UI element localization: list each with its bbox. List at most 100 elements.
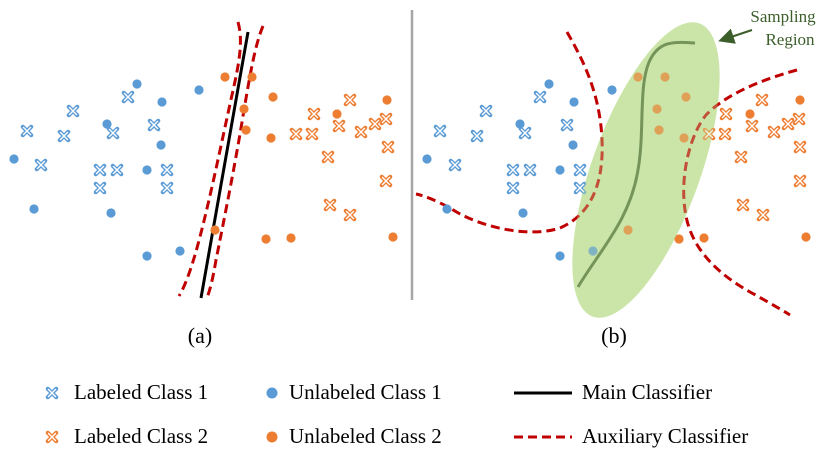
legend-unlabeled-class1-label: Unlabeled Class 1 (289, 380, 442, 404)
panel-b-labeled-class2-point (767, 125, 781, 139)
panel-b-unlabeled-class2-point (652, 104, 662, 114)
panel-a-unlabeled-class1-point (9, 154, 19, 164)
panel-a-labeled-class1-point (20, 124, 34, 138)
panel-a-unlabeled-class2-point (261, 234, 271, 244)
panel-a-unlabeled-class2-point (382, 95, 392, 105)
panel-b-unlabeled-class2-point (674, 234, 684, 244)
panel-a-aux-classifier-left (177, 21, 242, 297)
panel-a-aux-classifier-right (205, 25, 265, 299)
panel-b-unlabeled-class1-point (555, 165, 565, 175)
panel-b-labeled-class2-point (734, 150, 748, 164)
panel-b-unlabeled-class1-point (607, 85, 617, 95)
panel-a-labeled-class2-point (343, 93, 357, 107)
panel-b-labeled-class2-point (745, 119, 759, 133)
panel-b-unlabeled-class1-point (422, 154, 432, 164)
panel-a-unlabeled-class2-point (247, 72, 257, 82)
panel-b-main-classifier (576, 40, 696, 288)
legend-unlabeled-class2-marker (266, 431, 278, 443)
panel-a-main-classifier (199, 31, 250, 299)
panel-b-unlabeled-class1-point (555, 251, 565, 261)
panel-b-unlabeled-class1-point (568, 140, 578, 150)
panel-a-labeled-class2-point (343, 208, 357, 222)
panel-b-labeled-class1-point (573, 181, 587, 195)
panel-b-unlabeled-class2-point (699, 233, 709, 243)
panel-b-unlabeled-class1-point (515, 119, 525, 129)
panel-b-labeled-class1-point (448, 158, 462, 172)
panel-a-classifiers (177, 21, 265, 299)
panel-a-labeled-class2-point (289, 127, 303, 141)
panel-a-unlabeled-class2-point (286, 233, 296, 243)
panel-b-labeled-class2-point (718, 127, 732, 141)
panel-b-labeled-class2-point (702, 127, 716, 141)
panel-a-unlabeled-class1-point (156, 140, 166, 150)
sampling-region-label-line2: Region (765, 30, 815, 49)
panel-b-labeled-class2-point (755, 93, 769, 107)
panel-a-labeled-class1-point (93, 181, 107, 195)
panel-a-labeled-class2-point (381, 140, 395, 154)
panel-b-labeled-class1-point (433, 124, 447, 138)
panel-b-labeled-class1-point (506, 163, 520, 177)
panel-a-labeled-class2-point (354, 125, 368, 139)
panel-a-unlabeled-class1-point (132, 79, 142, 89)
panel-a-labeled-class1-point (57, 129, 71, 143)
panel-a-labeled-class1-point (160, 181, 174, 195)
legend-labeled-class2-label: Labeled Class 2 (74, 424, 208, 448)
data-points (9, 22, 811, 318)
panel-b-labeled-class2-point (736, 198, 750, 212)
panel-b-unlabeled-class2-point (745, 109, 755, 119)
panel-b-unlabeled-class2-point (795, 95, 805, 105)
panel-a-unlabeled-class1-point (157, 97, 167, 107)
sampling-region-arrow (718, 28, 753, 44)
panel-a-unlabeled-class2-point (241, 125, 251, 135)
panel-a-labeled-class1-point (66, 104, 80, 118)
panel-b-labeled-class2-point (793, 140, 807, 154)
panel-b-unlabeled-class2-point (660, 72, 670, 82)
panel-b-labeled-class2-point (756, 208, 770, 222)
panel-a-unlabeled-class1-point (194, 85, 204, 95)
panel-b-labeled-class1-point (479, 104, 493, 118)
panel-b-labeled-class1-point (506, 181, 520, 195)
panel-a-labeled-class2-point (321, 150, 335, 164)
legend-labeled-class2-marker (45, 430, 59, 444)
panel-a-labeled-class2-point (379, 174, 393, 188)
panel-b-labeled-class1-point (470, 129, 484, 143)
panel-b-labeled-class1-point (523, 163, 537, 177)
panel-b-labeled-class2-point (793, 174, 807, 188)
panel-b-labeled-class1-point (533, 90, 547, 104)
panel-b-unlabeled-class1-point (518, 208, 528, 218)
sampling-region-annotation: Sampling Region (718, 7, 816, 49)
panel-a-unlabeled-class2-point (210, 225, 220, 235)
panel-a-unlabeled-class2-point (268, 92, 278, 102)
panel-a-unlabeled-class2-point (239, 104, 249, 114)
legend-unlabeled-class2-label: Unlabeled Class 2 (289, 424, 442, 448)
panel-a-unlabeled-class1-point (102, 119, 112, 129)
panel-a-unlabeled-class1-point (142, 251, 152, 261)
panel-a-label: (a) (188, 323, 212, 348)
sampling-region-overlay (572, 22, 720, 318)
panel-b-unlabeled-class1-point (588, 246, 598, 256)
panel-a-labeled-class1-point (110, 163, 124, 177)
panel-b-labeled-class1-point (573, 163, 587, 177)
panel-b-unlabeled-class1-point (442, 204, 452, 214)
panel-b-unlabeled-class2-point (623, 225, 633, 235)
panel-b-labeled-class1-point (560, 118, 574, 132)
panel-b-label: (b) (601, 323, 627, 348)
panel-a-unlabeled-class2-point (266, 133, 276, 143)
legend: Labeled Class 1 Unlabeled Class 1 Main C… (45, 380, 748, 448)
panel-b-labeled-class2-point (781, 117, 795, 131)
panel-a-unlabeled-class1-point (175, 246, 185, 256)
panel-a-labeled-class1-point (93, 163, 107, 177)
panel-a-unlabeled-class2-point (220, 72, 230, 82)
panel-a-labeled-class1-point (106, 126, 120, 140)
panel-b-unlabeled-class1-point (544, 79, 554, 89)
panel-a-labeled-class2-point (323, 198, 337, 212)
panel-b-unlabeled-class2-point (654, 125, 664, 135)
legend-unlabeled-class1-marker (266, 387, 278, 399)
legend-labeled-class1-x (45, 386, 59, 400)
panel-a-labeled-class1-point (147, 118, 161, 132)
legend-main-classifier-label: Main Classifier (582, 380, 712, 404)
legend-labeled-class1-label: Labeled Class 1 (74, 380, 208, 404)
panel-a-labeled-class1-point (34, 158, 48, 172)
panel-b-unlabeled-class2-point (679, 133, 689, 143)
